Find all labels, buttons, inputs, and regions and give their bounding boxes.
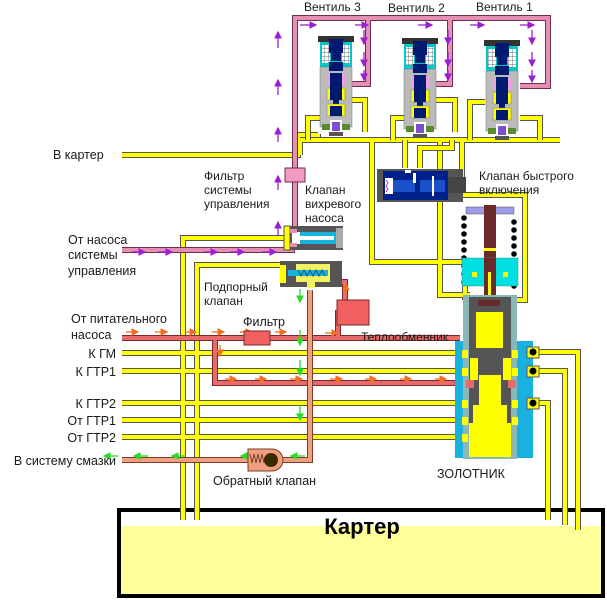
backpressure-label-1: Подпорный xyxy=(204,280,268,294)
spring-coil-dot xyxy=(461,231,467,237)
spring-coil-dot xyxy=(511,235,517,241)
labels: Вентиль 3 Вентиль 2 Вентиль 1 В картер Ф… xyxy=(14,0,574,488)
from-gtr1-label: От ГТР1 xyxy=(67,414,116,428)
spring-coil-dot xyxy=(511,243,517,249)
from-gtr2-label: От ГТР2 xyxy=(67,431,116,445)
spring-piston xyxy=(461,205,519,305)
from-feed-pump-label-1: От питательного xyxy=(71,312,167,326)
feed-filter xyxy=(243,330,271,346)
solenoid-valve-1 xyxy=(484,40,520,140)
filter-label: Фильтр xyxy=(243,315,285,329)
quick-valve-label-1: Клапан быстрого xyxy=(479,169,574,183)
sump-label: Картер xyxy=(324,514,400,539)
drain-flow-arrows xyxy=(102,289,305,460)
to-gtr1-label: К ГТР1 xyxy=(76,365,116,379)
control-filter-label-2: системы xyxy=(204,183,252,197)
solenoid-valve-2 xyxy=(402,38,438,138)
control-filter-label-3: управления xyxy=(204,197,269,211)
spring-coil-dot xyxy=(461,215,467,221)
feed-lines xyxy=(122,279,460,463)
spring-coil-dot xyxy=(511,251,517,257)
backpressure-label-2: клапан xyxy=(204,294,243,308)
quick-valve-label-2: включения xyxy=(479,183,539,197)
vortex-valve-label-1: Клапан xyxy=(305,183,345,197)
from-control-pump-label-2: системы xyxy=(68,248,118,262)
heat-exchanger xyxy=(336,299,370,326)
drain-lines xyxy=(122,97,581,530)
valve-2-label: Вентиль 2 xyxy=(388,1,445,15)
spring-coil-dot xyxy=(511,227,517,233)
backpressure-valve xyxy=(280,261,342,288)
control-filter xyxy=(284,167,306,183)
to-gtr2-label: К ГТР2 xyxy=(76,397,116,411)
spring-coil-dot xyxy=(511,219,517,225)
check-valve xyxy=(247,448,284,472)
to-lube-system-label: В систему смазки xyxy=(14,454,116,468)
spool-label: ЗОЛОТНИК xyxy=(437,467,506,481)
spring-coil-dot xyxy=(461,247,467,253)
spool-valve xyxy=(455,295,540,459)
valve-3-label: Вентиль 3 xyxy=(304,0,361,14)
vortex-valve-label-2: вихревого xyxy=(305,197,361,211)
spring-coil-dot xyxy=(461,239,467,245)
from-control-pump-label-3: управления xyxy=(68,264,136,278)
sump-oil xyxy=(119,526,603,596)
heat-exchanger-label: Теплообменник xyxy=(361,330,449,344)
spool-outlet-plugs xyxy=(526,346,540,410)
solenoid-valves xyxy=(318,36,520,140)
check-valve-label: Обратный клапан xyxy=(213,474,316,488)
sump: Картер xyxy=(117,508,605,598)
to-sump-label: В картер xyxy=(53,148,104,162)
vortex-valve-label-3: насоса xyxy=(305,211,344,225)
quick-engage-valve xyxy=(377,169,466,202)
spring-coil-dot xyxy=(461,223,467,229)
sump-outline xyxy=(117,508,605,598)
vortex-pump-valve xyxy=(283,225,343,251)
solenoid-valve-3 xyxy=(318,36,354,136)
from-control-pump-label-1: От насоса xyxy=(68,233,127,247)
control-flow-arrows xyxy=(132,21,536,256)
control-filter-label-1: Фильтр xyxy=(204,169,245,183)
from-feed-pump-label-2: насоса xyxy=(71,328,111,342)
feed-flow-arrows xyxy=(126,282,448,383)
valve-1-label: Вентиль 1 xyxy=(476,0,533,14)
to-gm-label: К ГМ xyxy=(88,347,116,361)
